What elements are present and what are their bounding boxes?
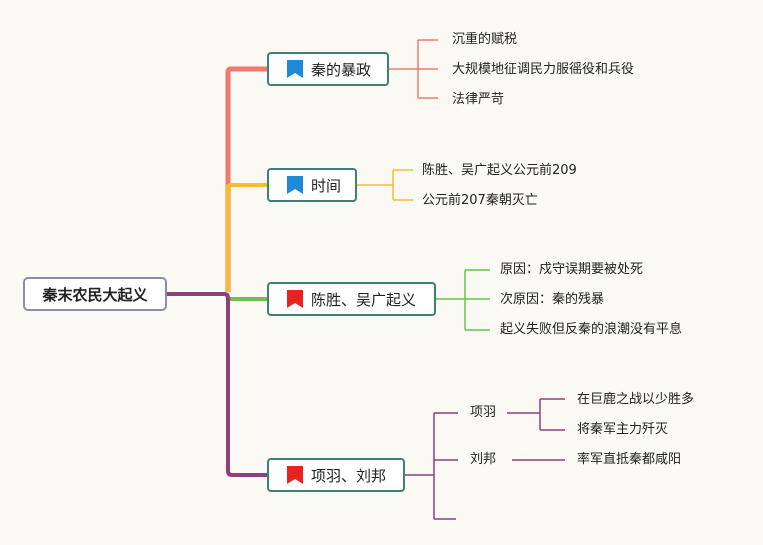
leaf-cause: 原因：戍守误期要被处死	[500, 262, 644, 277]
topic-label: 陈胜、吴广起义	[311, 290, 417, 309]
subtopic-liubang[interactable]: 刘邦	[470, 452, 497, 467]
connector-branch-2	[226, 183, 268, 292]
topic-label: 项羽、刘邦	[311, 466, 387, 485]
flag-red-icon	[287, 466, 303, 484]
topic-xiangyu-liubang[interactable]: 项羽、刘邦	[267, 458, 405, 492]
connector-branch-4	[167, 292, 268, 477]
connector-leaves-1	[388, 39, 438, 99]
connector-xiangyu	[507, 398, 565, 431]
topic-time[interactable]: 时间	[267, 168, 357, 202]
subtopic-xiangyu[interactable]: 项羽	[470, 405, 497, 420]
topic-label: 秦的暴政	[311, 60, 372, 79]
leaf-julu-battle: 在巨鹿之战以少胜多	[577, 392, 695, 407]
leaf-harsh-laws: 法律严苛	[452, 92, 505, 107]
root-topic[interactable]: 秦末农民大起义	[23, 277, 167, 311]
topic-qin-tyranny[interactable]: 秦的暴政	[267, 52, 389, 86]
topic-chensheng-wuguang[interactable]: 陈胜、吴广起义	[267, 282, 436, 316]
connector-leaves-2	[356, 169, 413, 201]
leaf-annihilate-army: 将秦军主力歼灭	[577, 422, 669, 437]
leaf-reach-xianyang: 率军直抵秦都咸阳	[577, 452, 682, 467]
leaf-uprising-date: 陈胜、吴广起义公元前209	[422, 163, 577, 178]
flag-blue-icon	[287, 60, 303, 78]
connector-branch-1	[225, 66, 268, 292]
flag-blue-icon	[287, 176, 303, 194]
leaf-qin-fall-date: 公元前207秦朝灭亡	[422, 193, 538, 208]
connector-leaves-4	[404, 412, 458, 520]
topic-label: 时间	[311, 176, 342, 195]
flag-red-icon	[287, 290, 303, 308]
leaf-secondary-cause: 次原因：秦的残暴	[500, 292, 605, 307]
connector-leaves-3	[435, 269, 490, 331]
leaf-heavy-taxes: 沉重的赋税	[452, 32, 518, 47]
leaf-corvee: 大规模地征调民力服徭役和兵役	[452, 62, 635, 77]
leaf-outcome: 起义失败但反秦的浪潮没有平息	[500, 322, 683, 337]
root-label: 秦末农民大起义	[42, 285, 148, 304]
